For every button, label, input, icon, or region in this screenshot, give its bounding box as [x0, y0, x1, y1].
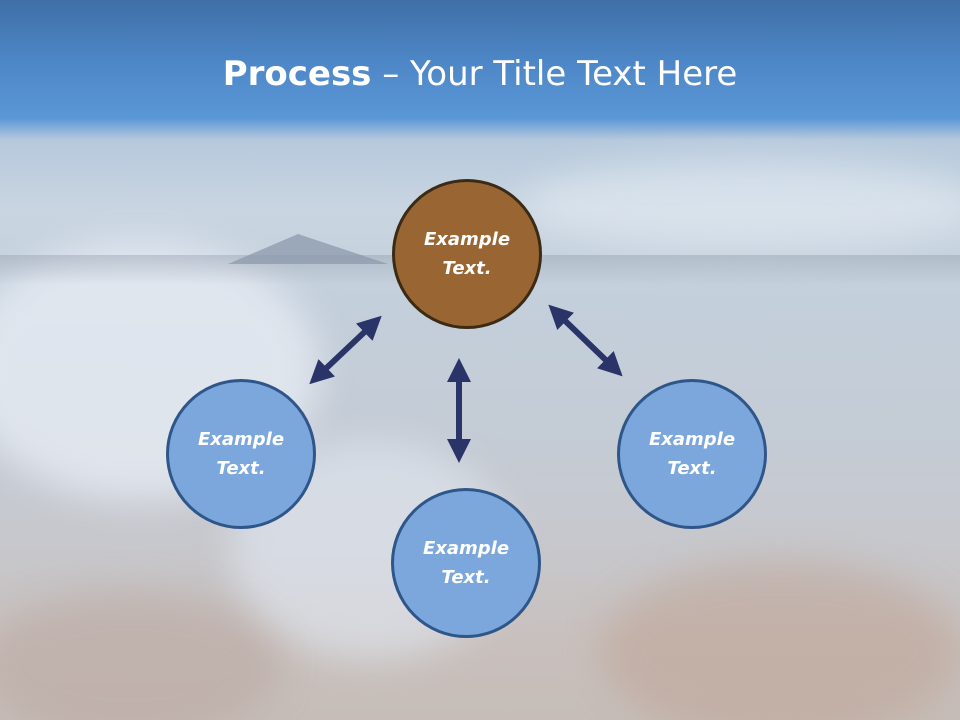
title-bold: Process: [222, 54, 372, 94]
ground-patch: [0, 590, 280, 720]
ground-patch: [600, 560, 960, 720]
process-node-left[interactable]: Example Text.: [166, 379, 316, 529]
process-node-top[interactable]: Example Text.: [392, 179, 542, 329]
cloud-band: [520, 160, 960, 250]
title-rest: – Your Title Text Here: [371, 54, 738, 94]
node-label: Example Text.: [423, 229, 511, 279]
node-label: Example Text.: [197, 429, 285, 479]
slide-title[interactable]: Process – Your Title Text Here: [0, 52, 960, 96]
arrow-top-left: [309, 315, 382, 385]
distant-mountain: [228, 234, 388, 264]
process-node-right[interactable]: Example Text.: [617, 379, 767, 529]
node-label: Example Text.: [648, 429, 736, 479]
node-label: Example Text.: [422, 538, 510, 588]
arrow-top-right: [548, 304, 623, 377]
process-node-bottom[interactable]: Example Text.: [391, 488, 541, 638]
